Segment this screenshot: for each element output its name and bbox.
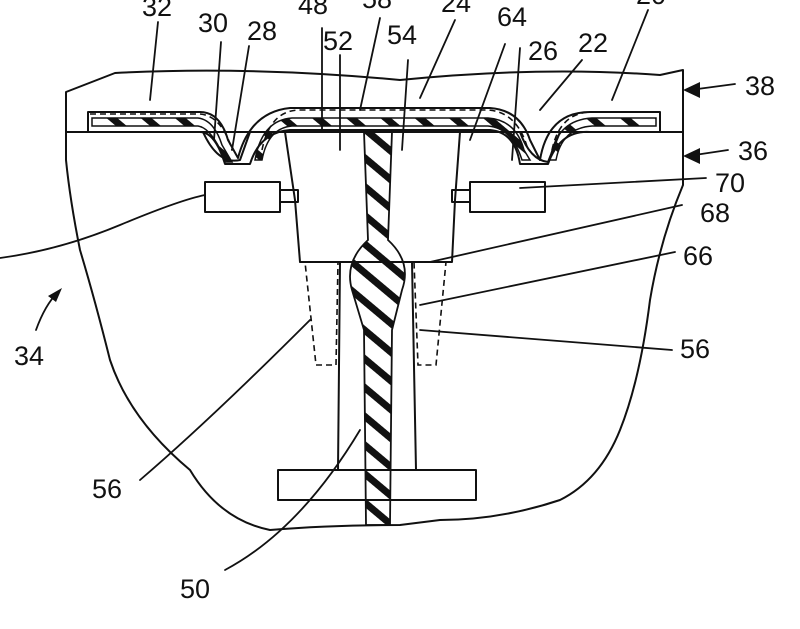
- label-28: 28: [247, 16, 277, 46]
- label-66: 66: [683, 241, 713, 271]
- label-64: 64: [497, 2, 527, 32]
- gasket-membrane-22-24: [87, 107, 661, 165]
- label-52: 52: [323, 26, 353, 56]
- label-56-right: 56: [680, 334, 710, 364]
- side-insert-70: [204, 181, 546, 213]
- rubber-channel-50: [349, 131, 406, 526]
- label-70: 70: [715, 168, 745, 198]
- arrow-34: [35, 288, 62, 331]
- label-50: 50: [180, 574, 210, 604]
- upper-mold-38: [65, 69, 684, 133]
- label-68: 68: [700, 198, 730, 228]
- outline-curve: [0, 194, 206, 259]
- label-24: 24: [441, 0, 471, 18]
- core-insert-48: [284, 131, 461, 263]
- label-36: 36: [738, 136, 768, 166]
- leader-lines: [139, 9, 736, 571]
- label-32: 32: [142, 0, 172, 22]
- label-54: 54: [387, 20, 417, 50]
- label-56-left: 56: [92, 474, 122, 504]
- label-26: 26: [528, 36, 558, 66]
- label-34: 34: [14, 341, 44, 371]
- label-20: 20: [636, 0, 666, 10]
- arrow-36: [683, 148, 700, 164]
- label-58: 58: [362, 0, 392, 14]
- label-30: 30: [198, 8, 228, 38]
- label-22: 22: [578, 28, 608, 58]
- arrow-38: [683, 82, 700, 98]
- label-48: 48: [298, 0, 328, 20]
- label-38: 38: [745, 71, 775, 101]
- reference-numerals: 32 30 28 48 52 58 54 24 64 26 22 20 38 3…: [14, 0, 775, 604]
